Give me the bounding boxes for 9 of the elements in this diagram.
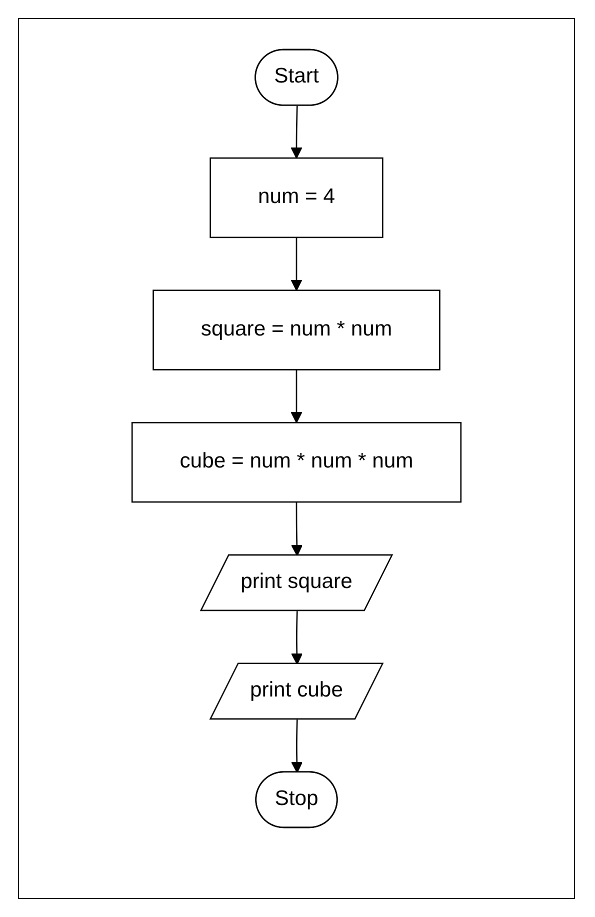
node-box: cube = num * num * num — [131, 422, 462, 503]
node-box: square = num * num — [152, 290, 440, 370]
arrow — [290, 106, 302, 159]
arrow — [290, 370, 302, 424]
arrow — [291, 611, 303, 665]
node-box: num = 4 — [210, 157, 384, 238]
arrow — [290, 237, 302, 291]
arrow — [291, 502, 303, 556]
arrow — [291, 720, 303, 774]
